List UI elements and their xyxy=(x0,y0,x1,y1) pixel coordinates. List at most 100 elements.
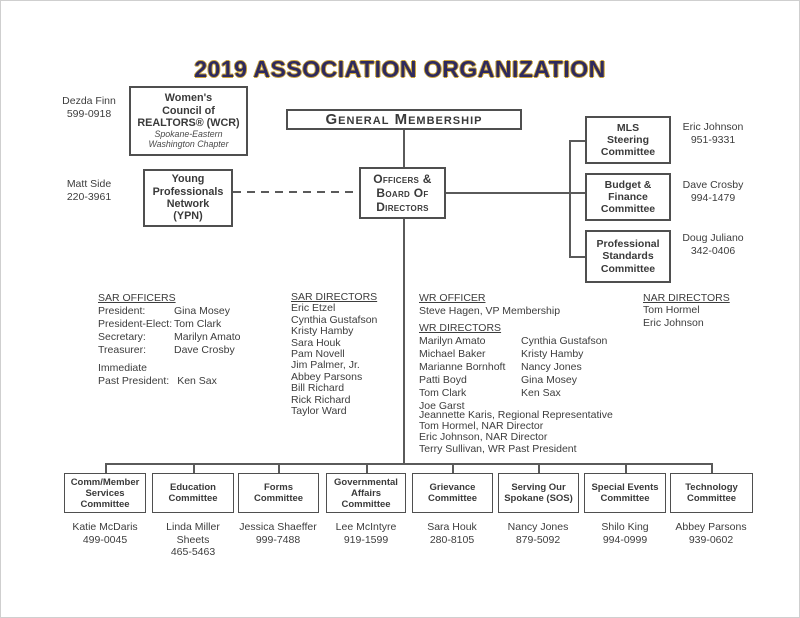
director-name: Cynthia Gustafson xyxy=(521,335,608,347)
director-name: Patti Boyd xyxy=(419,374,467,386)
committee-title-line: Spokane (SOS) xyxy=(504,493,573,504)
wr-officer-roster: WR OFFICER Steve Hagen, VP Membership xyxy=(419,292,560,318)
director-name: Nancy Jones xyxy=(521,361,582,373)
contact-line: Jessica Shaeffer xyxy=(239,521,317,533)
connector-stub-committee-8 xyxy=(711,463,713,473)
sar-officer-name: Gina Mosey xyxy=(174,305,231,317)
committee-title-line: Committee xyxy=(600,493,650,504)
past-president-name: Ken Sax xyxy=(177,375,217,387)
committee-title-line: Grievance xyxy=(429,482,476,493)
director-name: Pam Novell xyxy=(291,348,345,361)
sar-officers-roster: SAR OFFICERS President: Gina Mosey Presi… xyxy=(98,292,241,388)
director-name: Abbey Parsons xyxy=(291,370,363,383)
ypn-title-line: Professionals xyxy=(152,185,224,198)
note-line: Eric Johnson, NAR Director xyxy=(419,431,548,444)
contact-line: 999-7488 xyxy=(255,533,301,546)
wcr-subtitle-line: Washington Chapter xyxy=(148,139,229,150)
prof-standards-title-line: Standards xyxy=(602,250,654,263)
contact-line: 280-8105 xyxy=(429,533,475,546)
contact-line: 879-5092 xyxy=(515,533,561,546)
committee-title-line: Committee xyxy=(168,493,218,504)
wcr-title-line: Women's xyxy=(164,92,213,105)
committee-title-line: Affairs xyxy=(350,487,382,499)
wr-directors-header: WR DIRECTORS xyxy=(419,322,502,334)
committee-title-line: Committee xyxy=(341,498,391,510)
officers-title-line: Officers & xyxy=(373,172,432,186)
wcr-title-line: REALTORS® (WCR) xyxy=(137,116,240,129)
wr-officer-name: Steve Hagen, VP Membership xyxy=(419,305,561,317)
ypn-title-line: Young xyxy=(171,173,205,186)
contact-line: Abbey Parsons xyxy=(675,521,747,533)
contact-line: 599-0918 xyxy=(66,107,112,120)
contact-line: Sheets xyxy=(176,533,210,546)
director-name: Gina Mosey xyxy=(521,374,578,386)
sar-officer-label: President-Elect: xyxy=(98,318,173,330)
prof-standards-title-line: Professional xyxy=(596,238,660,251)
contact-line: Lee McIntyre xyxy=(335,521,397,533)
sar-officers-header: SAR OFFICERS xyxy=(98,292,176,304)
contact-line: Nancy Jones xyxy=(507,521,569,533)
director-name: Kristy Hamby xyxy=(291,325,354,338)
connector-right-trunk xyxy=(569,140,571,257)
director-name: Marilyn Amato xyxy=(419,335,486,347)
director-name: Michael Baker xyxy=(419,348,486,360)
connector-stub-committee-5 xyxy=(452,463,454,473)
director-name: Jim Palmer, Jr. xyxy=(291,359,360,372)
connector-stub-mls xyxy=(569,140,585,142)
committee-title-line: Committee xyxy=(253,493,304,504)
sar-directors-header: SAR DIRECTORS xyxy=(291,291,378,303)
sar-officer-name: Marilyn Amato xyxy=(174,331,241,343)
connector-stub-committee-2 xyxy=(193,463,195,473)
committee-title-line: Services xyxy=(85,487,125,499)
connector-stub-committee-4 xyxy=(366,463,368,473)
committee-title-line: Committee xyxy=(686,493,737,504)
general-membership-label: General Membership xyxy=(325,111,483,128)
immediate-label: Immediate xyxy=(98,362,148,374)
director-name: Tom Hormel xyxy=(643,304,700,317)
contact-line: Katie McDaris xyxy=(72,521,138,533)
director-name: Cynthia Gustafson xyxy=(291,313,378,326)
sar-officer-name: Dave Crosby xyxy=(174,344,235,356)
contact-line: 994-1479 xyxy=(690,191,736,204)
wr-notes: Jeannette Karis, Regional Representative… xyxy=(419,409,613,455)
wcr-subtitle-line: Spokane-Eastern xyxy=(154,129,223,140)
page-title: 2019 ASSOCIATION ORGANIZATION xyxy=(194,56,606,82)
committee-title-line: Forms xyxy=(263,482,294,493)
director-name: Ken Sax xyxy=(521,387,561,399)
contact-line: 465-5463 xyxy=(170,546,216,558)
director-name: Rick Richard xyxy=(291,393,351,406)
sar-officer-label: Secretary: xyxy=(98,331,146,343)
contact-line: Linda Miller xyxy=(166,521,220,533)
contact-line: Eric Johnson xyxy=(682,121,744,133)
director-name: Sara Houk xyxy=(291,336,341,349)
